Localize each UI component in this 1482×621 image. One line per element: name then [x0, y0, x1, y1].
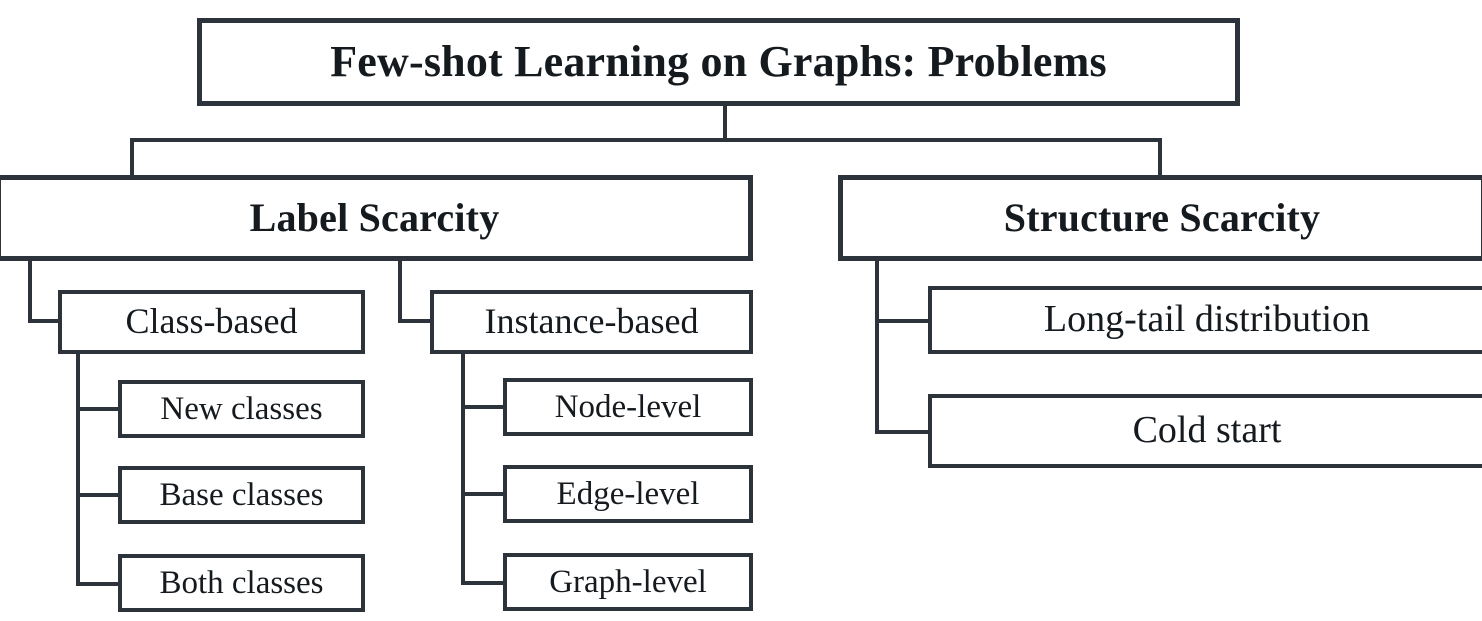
connector-root-to-structure-scarcity [1158, 138, 1162, 178]
connector-class-to-base-classes [76, 493, 124, 497]
leaf-node-label: Node-level [554, 388, 702, 425]
connector-structure-spine [875, 257, 879, 434]
category-node-label: Class-based [125, 301, 298, 342]
leaf-node-node-level[interactable]: Node-level [503, 378, 753, 436]
root-node-few-shot-learning-problems[interactable]: Few-shot Learning on Graphs: Problems [197, 18, 1240, 106]
leaf-node-edge-level[interactable]: Edge-level [503, 465, 753, 523]
connector-instance-to-node-level [461, 405, 509, 409]
category-node-class-based[interactable]: Class-based [58, 290, 365, 354]
leaf-node-label: Cold start [1132, 409, 1282, 452]
category-node-instance-based[interactable]: Instance-based [430, 290, 753, 354]
connector-label-to-class-horizontal [28, 319, 64, 323]
leaf-node-graph-level[interactable]: Graph-level [503, 553, 753, 611]
leaf-node-base-classes[interactable]: Base classes [118, 466, 365, 524]
connector-instance-to-edge-level [461, 492, 509, 496]
connector-class-to-both-classes [76, 582, 124, 586]
leaf-node-new-classes[interactable]: New classes [118, 380, 365, 438]
connector-label-to-class-vertical [28, 257, 32, 323]
connector-instance-to-graph-level [461, 581, 509, 585]
category-node-label: Instance-based [484, 301, 699, 342]
connector-root-stem [723, 104, 727, 142]
connector-label-to-instance-horizontal [398, 319, 436, 323]
branch-node-label: Label Scarcity [249, 195, 500, 240]
leaf-node-long-tail-distribution[interactable]: Long-tail distribution [928, 286, 1482, 354]
leaf-node-cold-start[interactable]: Cold start [928, 394, 1482, 468]
leaf-node-label: Graph-level [549, 563, 707, 600]
connector-instance-spine [461, 352, 465, 585]
branch-node-label-scarcity[interactable]: Label Scarcity [0, 175, 753, 261]
connector-class-spine [76, 352, 80, 586]
connector-structure-to-long-tail [875, 319, 933, 323]
leaf-node-both-classes[interactable]: Both classes [118, 554, 365, 612]
leaf-node-label: Long-tail distribution [1043, 298, 1371, 341]
root-node-label: Few-shot Learning on Graphs: Problems [330, 36, 1107, 86]
leaf-node-label: Both classes [159, 564, 324, 601]
connector-root-bus [130, 138, 1162, 142]
leaf-node-label: New classes [160, 390, 323, 427]
leaf-node-label: Edge-level [556, 475, 700, 512]
connector-class-to-new-classes [76, 407, 124, 411]
connector-label-to-instance-vertical [398, 257, 402, 323]
connector-structure-to-cold-start [875, 430, 933, 434]
branch-node-label: Structure Scarcity [1003, 195, 1321, 240]
leaf-node-label: Base classes [159, 476, 324, 513]
connector-root-to-label-scarcity [130, 138, 134, 178]
branch-node-structure-scarcity[interactable]: Structure Scarcity [838, 175, 1482, 261]
